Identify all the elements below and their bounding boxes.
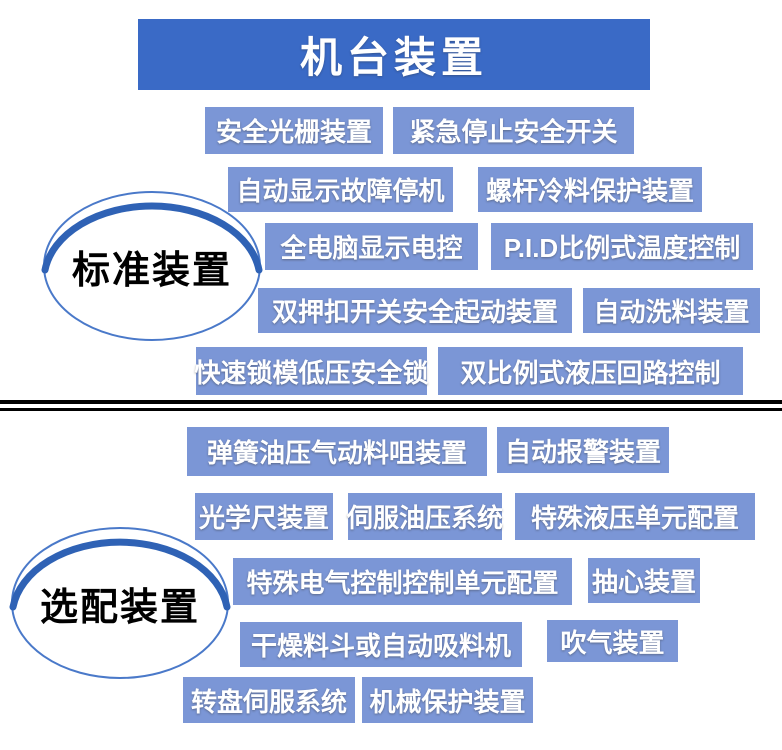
standard-item-8: 自动洗料装置: [583, 288, 760, 333]
ellipse-outline-icon: [41, 191, 263, 341]
optional-item-7: 抽心装置: [588, 558, 700, 603]
section-divider-line-top: [0, 400, 782, 404]
optional-item-11: 机械保护装置: [362, 677, 533, 723]
standard-item-2: 紧急停止安全开关: [393, 107, 634, 154]
optional-item-10: 转盘伺服系统: [183, 677, 355, 723]
optional-item-8: 干燥料斗或自动吸料机: [240, 622, 522, 667]
optional-item-2: 自动报警装置: [497, 427, 669, 473]
standard-ellipse: 标准装置: [40, 188, 264, 344]
standard-item-1: 安全光栅装置: [205, 107, 383, 154]
section-divider-line-bottom: [0, 408, 782, 411]
optional-item-9: 吹气装置: [547, 620, 678, 662]
standard-item-10: 双比例式液压回路控制: [438, 347, 743, 395]
standard-item-3: 自动显示故障停机: [228, 167, 453, 212]
standard-item-4: 螺杆冷料保护装置: [478, 167, 702, 212]
standard-section-label: 标准装置: [71, 249, 232, 292]
standard-item-7: 双押扣开关安全起动装置: [258, 288, 572, 333]
standard-item-6: P.I.D比例式温度控制: [491, 223, 753, 270]
standard-item-9: 快速锁模低压安全锁: [195, 347, 429, 395]
optional-item-1: 弹簧油压气动料咀装置: [187, 427, 487, 476]
diagram-title: 机台装置: [138, 19, 650, 90]
ellipse-outline-icon: [9, 527, 231, 679]
optional-ellipse: 选配装置: [8, 524, 232, 682]
optional-item-3: 光学尺装置: [195, 493, 333, 540]
optional-item-4: 伺服油压系统: [347, 493, 503, 540]
optional-item-6: 特殊电气控制控制单元配置: [233, 558, 572, 605]
optional-section-label: 选配装置: [39, 586, 200, 629]
optional-item-5: 特殊液压单元配置: [515, 493, 755, 540]
standard-item-5: 全电脑显示电控: [265, 223, 478, 270]
